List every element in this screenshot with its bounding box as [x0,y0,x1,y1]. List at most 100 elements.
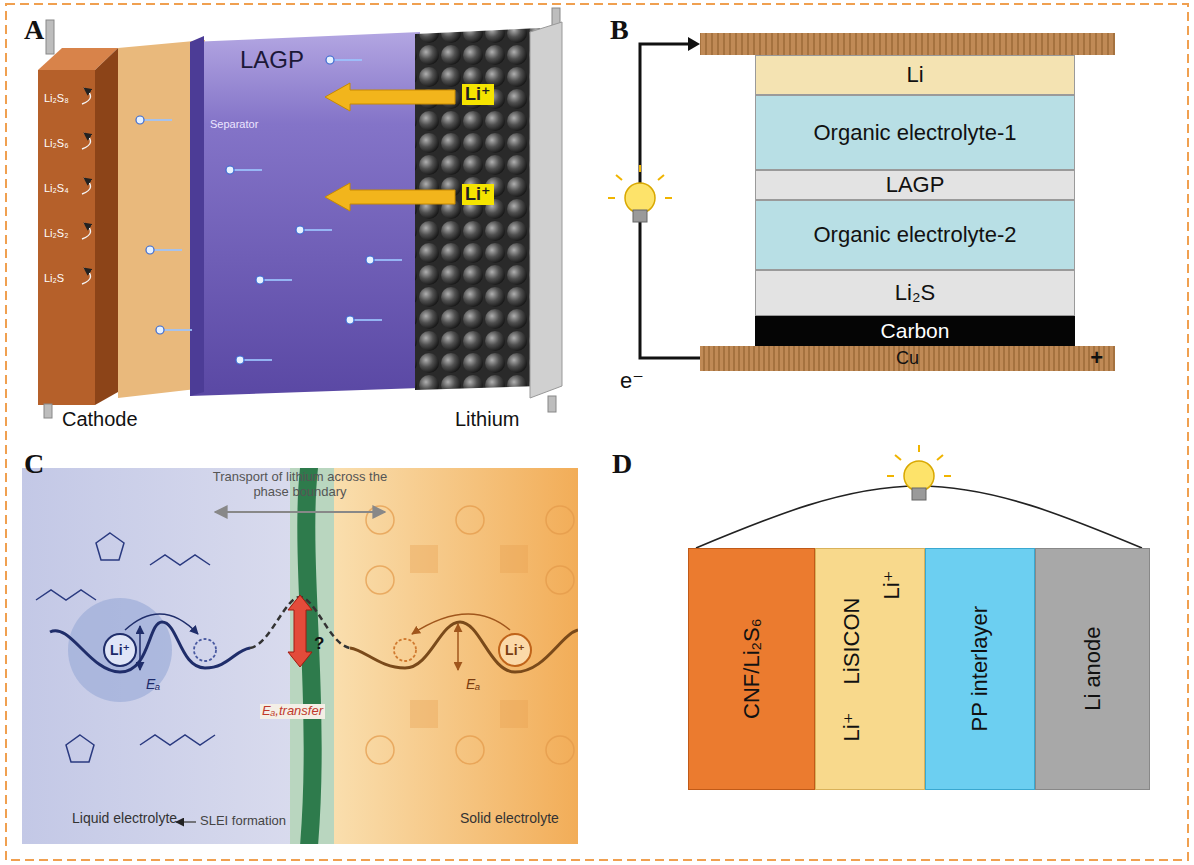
interface-illustration [194,639,216,661]
circuit-wire [700,33,1115,55]
cell-illustration [236,356,244,364]
layer-box: Organic electrolyte-2 [755,200,1075,270]
interface-illustration [150,555,210,565]
cell-illustration [325,83,455,111]
interface-illustration [500,700,528,728]
cell-illustration [156,326,164,334]
interface-illustration [457,624,459,670]
interface-illustration [546,736,574,764]
question-mark: ? [314,634,324,654]
cell-illustration [44,404,52,418]
energy-label: Eₐ [146,676,160,692]
figure-frame [6,4,1188,860]
cell-illustration [82,133,91,149]
cell-illustration [230,169,262,171]
cell-illustration [190,32,420,396]
interface-illustration [366,736,394,764]
interface-illustration [310,468,578,844]
cell-illustration [82,268,91,284]
interface-illustration [140,735,215,745]
layer-box: Li₂S [755,270,1075,316]
panel-letter: A [24,14,44,46]
cell-illustration [370,259,402,261]
species-label: Li₂S₈ [44,92,69,105]
cell-illustration [150,249,182,251]
layer-box: Organic electrolyte-1 [755,95,1075,170]
interface-illustration [499,634,531,666]
layer-name: LiSICON [839,598,864,685]
wire-connector [696,486,1142,548]
cell-illustration [548,396,556,412]
layer-name: LAGP [886,172,945,197]
layer-name: Li⁺ [879,571,904,600]
cell-illustration [330,59,362,61]
layer-name: Organic electrolyte-2 [814,222,1017,247]
bulb-icon [904,461,934,491]
component-label: Separator [210,118,258,131]
interface-illustration [288,595,312,667]
cell-illustration [296,226,304,234]
interface-illustration [176,821,196,823]
species-label: Li₂S₄ [44,182,69,195]
cell-illustration [82,88,91,104]
ion-label: Li⁺ [110,642,130,658]
cell-illustration [346,316,354,324]
bulb-icon [608,197,615,199]
ion-tag: Li⁺ [462,184,494,205]
circuit-wire [640,33,1115,358]
cell-illustration [530,22,562,398]
layer-name: PP interlayer [967,606,992,732]
panel-letter: C [24,448,44,480]
cell-illustration [38,70,95,405]
interface-illustration [36,533,215,762]
layer-name: Li [906,62,923,87]
energy-label: Eₐ,transfer [260,704,325,719]
cell-illustration [82,88,91,284]
layer-box: Carbon [755,316,1075,346]
cell-illustration [325,183,455,211]
interface-illustration [22,468,578,844]
interface-illustration [366,506,574,764]
species-label: Li₂S [44,272,64,285]
cell-illustration [366,256,374,264]
cell-illustration [326,56,334,64]
region-name: Liquid electrolyte [72,810,177,826]
bulb-icon [616,175,622,180]
bulb-icon [937,455,943,460]
cell-illustration [140,119,172,121]
interface-illustration [412,614,510,634]
panel-letter: D [612,448,632,480]
bulb-icon [918,445,920,452]
interface-illustration [50,622,250,672]
interface-illustration [36,590,96,600]
component-label: Lithium [455,408,519,431]
interface-illustration [546,566,574,594]
interface-illustration [96,533,124,560]
cell-illustration [415,28,540,390]
cell-illustration [140,60,402,360]
bulb-icon [625,183,655,213]
caption-note: Transport of lithium across the phase bo… [195,470,405,500]
layer-name: Li⁺ [839,713,864,742]
bulb-icon [639,165,641,172]
species-label: Li₂S₂ [44,227,68,240]
region-name: Solid electrolyte [460,810,559,826]
bulb-icon [658,175,664,180]
interface-illustration [22,468,312,844]
cell-illustration [226,166,234,174]
layer-name: Organic electrolyte-1 [814,120,1017,145]
bulb-icon [944,475,951,477]
cell-illustration [46,20,54,54]
interface-illustration [215,511,385,513]
layer-name: Carbon [881,319,950,343]
stack-box: PP interlayer [925,548,1035,790]
layer-box: Li [755,55,1075,95]
energy-label: Eₐ [466,676,480,692]
cell-illustration [240,359,272,361]
cell-illustration [260,279,292,281]
interface-illustration [456,736,484,764]
